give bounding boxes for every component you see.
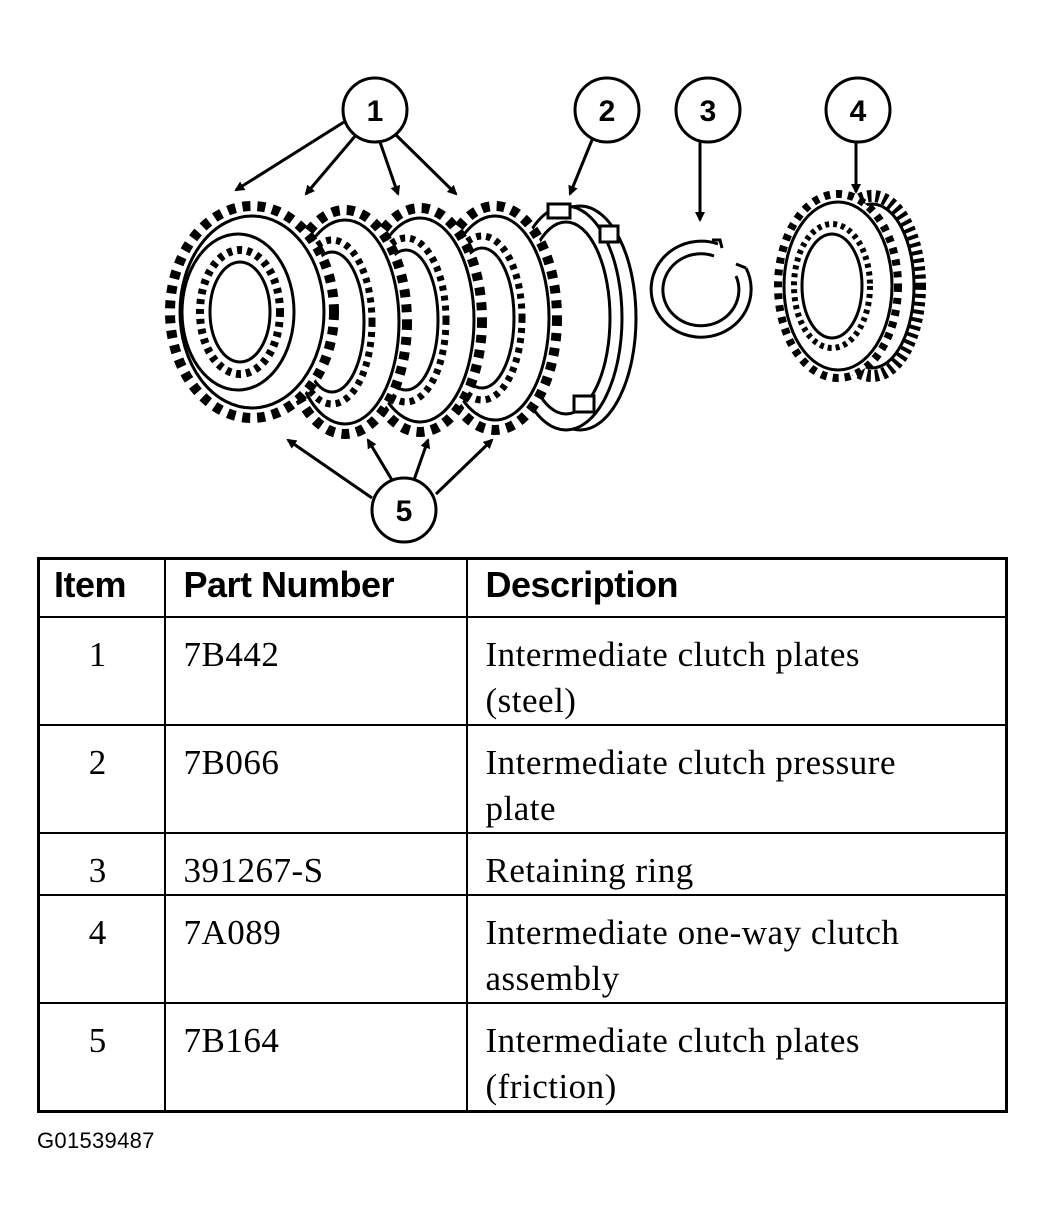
cell-item: 5 [37,1001,166,1112]
description-line: Intermediate clutch pressure [485,742,896,782]
description-line: (friction) [485,1066,617,1106]
cell-item: 2 [37,723,166,834]
exploded-parts-diagram: 1 2 3 4 5 [165,76,926,544]
cell-description: Intermediate clutch plates (steel) [465,615,1008,726]
cell-part-number: 7B066 [163,723,468,834]
callout-1-label: 1 [367,95,384,128]
table-row: 4 7A089 Intermediate one-way clutch assem… [37,893,1008,1004]
cell-description: Intermediate clutch plates (friction) [465,1001,1008,1112]
table-row: 2 7B066 Intermediate clutch pressure plat… [37,723,1008,834]
one-way-clutch-assembly [774,190,926,382]
clutch-plate-stack [165,201,638,439]
callout-2: 2 [568,76,641,196]
clutch-plate-1 [165,201,339,423]
description-line: Intermediate one-way clutch [485,912,900,952]
parts-table: Item Part Number Description 1 7B442 Int… [37,557,1008,1113]
cell-description: Retaining ring [465,831,1008,896]
table-row: 5 7B164 Intermediate clutch plates (frict… [37,1001,1008,1112]
table-row: 1 7B442 Intermediate clutch plates (steel… [37,615,1008,726]
cell-description: Intermediate one-way clutch assembly [465,893,1008,1004]
retaining-ring [649,238,753,339]
callout-5: 5 [286,438,494,544]
cell-item: 3 [37,831,166,896]
cell-description: Intermediate clutch pressure plate [465,723,1008,834]
figure-id: G01539487 [37,1128,155,1153]
description-line: Intermediate clutch plates [485,634,861,674]
cell-item: 4 [37,893,166,1004]
cell-part-number: 7B442 [163,615,468,726]
callout-4-label: 4 [850,95,867,128]
description-line: Retaining ring [485,850,694,890]
header-description: Description [465,557,1008,618]
callout-1: 1 [234,76,458,196]
cell-item: 1 [37,615,166,726]
description-line: Intermediate clutch plates [485,1020,861,1060]
callout-3-label: 3 [700,95,717,128]
header-item: Item [37,557,166,618]
header-part-number: Part Number [163,557,468,618]
cell-part-number: 7B164 [163,1001,468,1112]
description-line: (steel) [485,680,577,720]
callout-3: 3 [674,76,742,222]
callout-2-label: 2 [599,95,616,128]
description-line: plate [485,788,557,828]
table-row: 3 391267-S Retaining ring [37,831,1008,896]
table-header-row: Item Part Number Description [37,557,1008,618]
cell-part-number: 7A089 [163,893,468,1004]
description-line: assembly [485,958,620,998]
callout-4: 4 [824,76,892,194]
cell-part-number: 391267-S [163,831,468,896]
callout-5-label: 5 [396,495,413,528]
